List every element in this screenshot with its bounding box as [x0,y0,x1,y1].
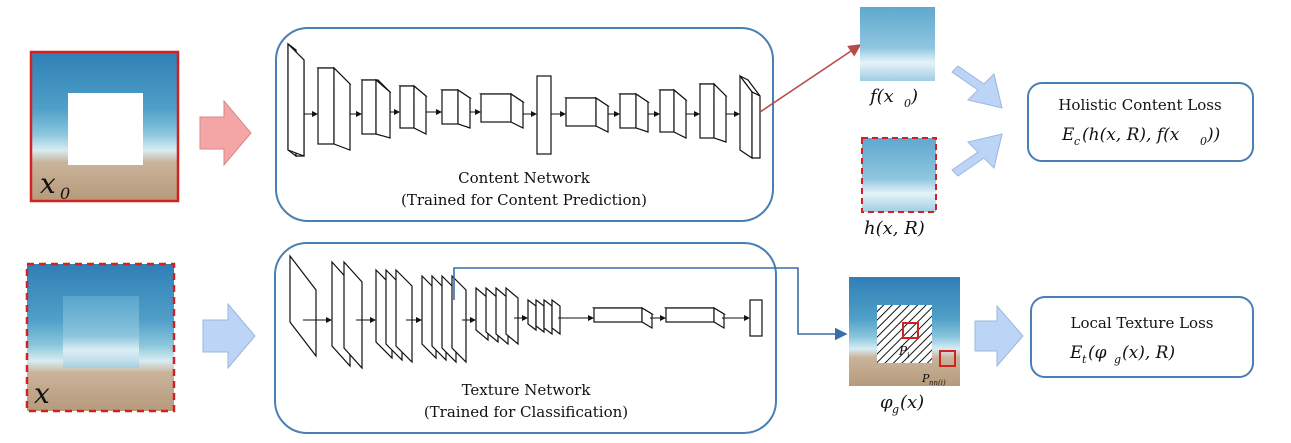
texture-network-flow-arrows [303,315,750,323]
holistic-formula-e: E [1061,125,1075,145]
pi-subscript: i [907,351,910,360]
texture-formula-sub2: g [1114,353,1121,366]
phi-label: φ [880,392,893,413]
texture-feature-connector [453,267,848,341]
patch-pnn-marker [939,350,956,367]
x-label: x [34,377,50,410]
blue-block-arrow-phi [974,304,1024,368]
texture-formula-end: (x), R) [1122,343,1175,363]
holistic-formula-sub: c [1074,135,1080,148]
texture-network-box: Texture Network (Trained for Classificat… [274,242,777,434]
content-network-title: Content Network [458,169,591,187]
texture-formula-mid: (φ [1088,343,1107,363]
holistic-loss-title: Holistic Content Loss [1058,96,1221,114]
holistic-formula-sub2: 0 [1200,135,1207,148]
pnn-label: P [921,372,930,385]
f-x0-image: f(x 0 ) [860,7,935,110]
pi-label: P [898,344,908,358]
phi-tail: (x) [900,392,924,413]
holistic-formula-end: )) [1206,125,1220,145]
content-output-connector [759,44,862,113]
patch-pi-marker [902,322,919,339]
texture-network-title: Texture Network [462,381,592,399]
blue-block-arrow-texture [202,302,256,370]
f-x0-close: ) [910,86,918,107]
content-network-flow-arrows [304,109,740,117]
holistic-formula-tail: (h(x, R), f(x [1082,125,1180,145]
texture-network-subtitle: (Trained for Classification) [424,403,628,421]
blue-block-arrow-h [951,133,1003,177]
h-x-r-label: h(x, R) [864,218,925,239]
x0-subscript: 0 [60,184,70,203]
f-x0-subscript: 0 [904,97,911,110]
x0-label: x [40,167,56,200]
h-x-r-image: h(x, R) [861,137,937,239]
f-x0-label: f(x [868,86,894,107]
input-image-x0: x 0 [29,50,180,203]
texture-network-layers [289,254,763,370]
holistic-content-loss-box: Holistic Content Loss E c (h(x, R), f(x … [1027,82,1254,162]
content-network-subtitle: (Trained for Content Prediction) [401,191,647,209]
red-block-arrow [199,99,252,167]
texture-loss-title: Local Texture Loss [1071,314,1214,332]
texture-formula-sub: t [1082,353,1087,366]
content-network-box: Content Network (Trained for Content Pre… [275,27,774,222]
texture-formula-e: E [1069,343,1083,363]
phi-g-x-image: P i P nn(i) φ g (x) [849,277,960,416]
blue-block-arrow-f [951,65,1003,109]
content-network-layers [287,42,761,160]
pnn-subscript: nn(i) [929,379,946,387]
local-texture-loss-box: Local Texture Loss E t (φ g (x), R) [1030,296,1254,378]
input-image-x: x [25,262,176,413]
phi-subscript: g [892,403,899,416]
